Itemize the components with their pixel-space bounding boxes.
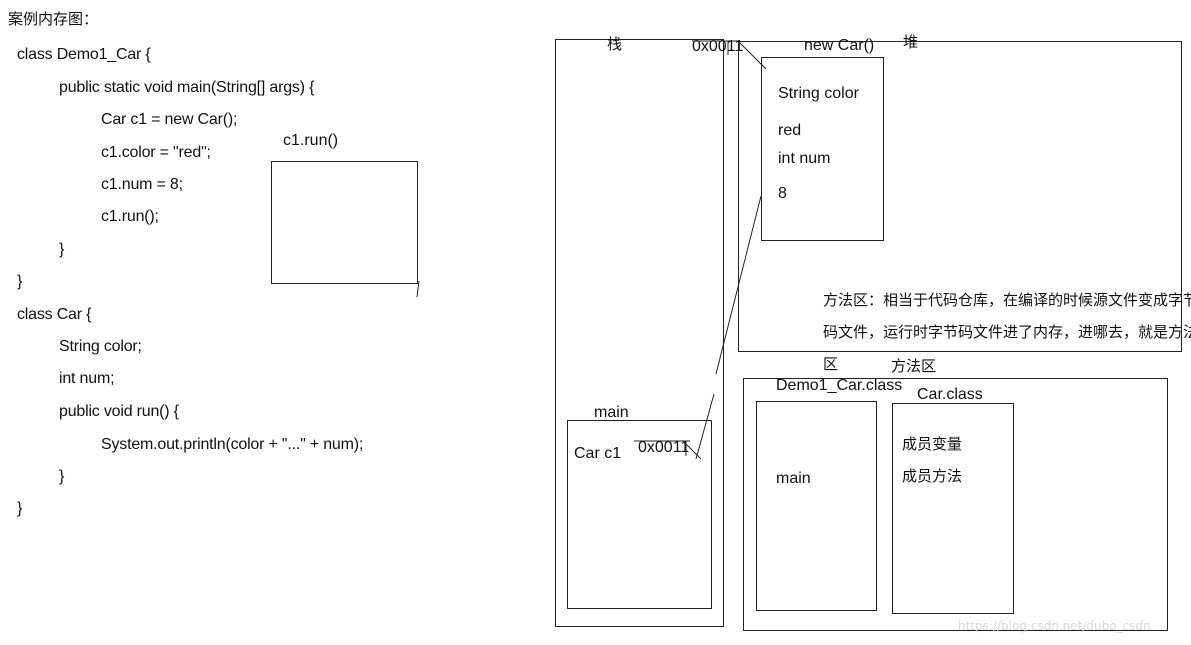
car-class-member-variables: 成员变量 xyxy=(902,435,963,453)
code-line: c1.run(); xyxy=(101,208,159,225)
demo-class-box xyxy=(756,401,877,611)
new-car-label: new Car() xyxy=(804,37,875,54)
code-line: } xyxy=(59,468,65,485)
method-area-note: 区 xyxy=(823,355,839,373)
car-class-box xyxy=(892,403,1014,614)
code-line: int num; xyxy=(59,370,115,387)
heap-box xyxy=(738,41,1182,352)
car-object-box xyxy=(761,57,884,241)
run-frame-label: c1.run() xyxy=(283,132,339,149)
run-frame-tick xyxy=(416,280,420,298)
main-frame-label: main xyxy=(594,404,629,421)
code-line: String color; xyxy=(59,338,142,355)
code-line: c1.color = "red"; xyxy=(101,144,211,161)
run-frame-box xyxy=(271,161,418,284)
code-line: class Demo1_Car { xyxy=(17,46,151,63)
demo-class-main: main xyxy=(776,470,811,487)
c1-address: 0x0011 xyxy=(638,439,690,456)
heap-pointer-line xyxy=(737,40,767,70)
code-line: } xyxy=(17,500,23,517)
main-frame-box xyxy=(567,420,712,609)
heap-label: 堆 xyxy=(903,33,919,51)
code-line: } xyxy=(17,273,23,290)
value-num: 8 xyxy=(778,185,787,202)
car-class-member-methods: 成员方法 xyxy=(902,467,963,485)
demo-class-label: Demo1_Car.class xyxy=(776,377,903,394)
code-line: } xyxy=(59,241,65,258)
watermark: https://blog.csdn.net/dubo_csdn xyxy=(958,619,1151,633)
stack-label: 栈 xyxy=(607,35,623,53)
code-line: Car c1 = new Car(); xyxy=(101,111,238,128)
stack-box xyxy=(555,39,724,627)
method-area-box xyxy=(743,378,1168,631)
car-class-label: Car.class xyxy=(917,386,983,403)
reference-line-upper xyxy=(715,195,762,375)
field-num: int num xyxy=(778,150,831,167)
reference-line-lower xyxy=(695,393,715,460)
code-line: c1.num = 8; xyxy=(101,176,183,193)
value-color: red xyxy=(778,122,802,139)
method-area-label: 方法区 xyxy=(891,357,937,375)
code-line: class Car { xyxy=(17,306,92,323)
method-area-note: 码文件，运行时字节码文件进了内存，进哪去，就是方法 xyxy=(823,323,1191,341)
page-heading: 案例内存图： xyxy=(8,10,99,28)
method-area-note: 方法区：相当于代码仓库，在编译的时候源文件变成字节 xyxy=(823,291,1191,309)
field-color: String color xyxy=(778,85,859,102)
code-line: System.out.println(color + "..." + num); xyxy=(101,436,364,453)
heap-object-address: 0x0011 xyxy=(692,38,744,55)
car-c1-variable: Car c1 xyxy=(574,445,622,462)
code-line: public static void main(String[] args) { xyxy=(59,79,315,96)
code-line: public void run() { xyxy=(59,403,179,420)
